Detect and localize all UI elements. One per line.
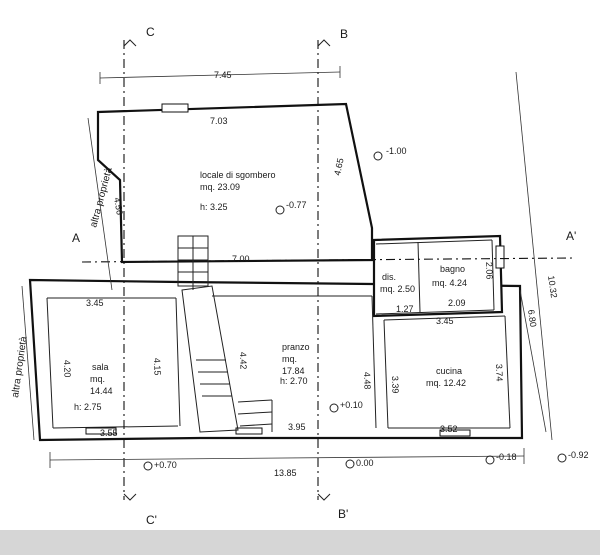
room-cucina-name: cucina (436, 366, 462, 376)
dim-448: 4.48 (362, 372, 373, 390)
room-sala-height: h: 2.75 (74, 402, 102, 412)
room-cucina-area: mq. 12.42 (426, 378, 466, 388)
room-bagno-name: bagno (440, 264, 465, 274)
section-lines (81, 39, 573, 501)
dim-420: 4.20 (62, 360, 73, 378)
level-marker-icon (373, 151, 383, 161)
dim-465: 4.65 (332, 157, 345, 176)
dim-700: 7.00 (232, 254, 250, 264)
dim-442: 4.42 (238, 352, 249, 370)
dim-703: 7.03 (210, 116, 228, 126)
section-label-a-left: A (72, 231, 80, 245)
partition (417, 241, 421, 313)
level-marker-icon (275, 205, 285, 215)
dim-1385: 13.85 (274, 468, 297, 478)
room-sgombero-height: h: 3.25 (200, 202, 228, 212)
room-sala-area-label: mq. (90, 374, 105, 384)
level-marker-icon (557, 453, 567, 463)
level-minus-092: -0.92 (568, 450, 589, 460)
room-dis-name: dis. (382, 272, 396, 282)
stair-ramp (181, 285, 239, 433)
partition (504, 315, 511, 429)
section-label-c-bottom: C' (146, 513, 157, 527)
dim-1032: 10.32 (546, 275, 559, 299)
dim-395: 3.95 (288, 422, 306, 432)
level-plus-010: +0.10 (340, 400, 363, 410)
partition (383, 315, 506, 321)
room-dis-area: mq. 2.50 (380, 284, 415, 294)
level-minus-077: -0.77 (286, 200, 307, 210)
level-marker-icon (329, 403, 339, 413)
dim-680: 6.80 (526, 309, 538, 328)
section-label-b-top: B (340, 27, 348, 41)
partition (491, 239, 495, 311)
section-line-a (81, 257, 573, 263)
level-minus-100: -1.00 (386, 146, 407, 156)
level-marker-icon (485, 455, 495, 465)
dim-339: 3.39 (390, 376, 401, 394)
room-sala-name: sala (92, 362, 109, 372)
room-pranzo-name: pranzo (282, 342, 310, 352)
partition (46, 297, 54, 429)
room-sala-area: 14.44 (90, 386, 113, 396)
room-pranzo-area-label: mq. (282, 354, 297, 364)
dim-745: 7.45 (214, 70, 232, 80)
partition (371, 295, 377, 429)
window (85, 427, 117, 435)
window (439, 429, 471, 437)
room-pranzo-height: h: 2.70 (280, 376, 308, 386)
section-label-a-right: A' (566, 229, 576, 243)
wall-bath-block (372, 234, 504, 318)
room-bagno-area: mq. 4.24 (432, 278, 467, 288)
window (161, 103, 189, 113)
room-sgombero-name: locale di sgombero (200, 170, 276, 180)
partition (175, 297, 181, 427)
level-000: 0.00 (356, 458, 374, 468)
dim-374: 3.74 (494, 364, 505, 382)
level-plus-070: +0.70 (154, 460, 177, 470)
window (235, 427, 263, 435)
section-label-b-bottom: B' (338, 507, 348, 521)
partition (52, 425, 179, 429)
dimension-lines (21, 66, 553, 468)
partition (375, 309, 495, 315)
level-markers (143, 151, 567, 471)
paper-sheet (0, 0, 600, 530)
dim-415: 4.15 (152, 358, 163, 376)
room-pranzo-area: 17.84 (282, 366, 305, 376)
dim-456: 4.56 (112, 197, 125, 216)
walls (28, 102, 524, 442)
level-marker-icon (143, 461, 153, 471)
dim-345-sala: 3.45 (86, 298, 104, 308)
dim-209: 2.09 (448, 298, 466, 308)
partition (375, 239, 493, 245)
level-marker-icon (345, 459, 355, 469)
dim-206: 2.06 (484, 262, 495, 280)
dim-355: 3.55 (100, 428, 118, 438)
level-minus-018: -0.18 (496, 452, 517, 462)
partition (383, 319, 389, 429)
dim-345-cucina: 3.45 (436, 316, 454, 326)
section-label-c-top: C (146, 25, 155, 39)
dim-127: 1.27 (396, 304, 414, 314)
window (495, 245, 505, 269)
dim-352: 3.52 (440, 424, 458, 434)
room-sgombero-area: mq. 23.09 (200, 182, 240, 192)
